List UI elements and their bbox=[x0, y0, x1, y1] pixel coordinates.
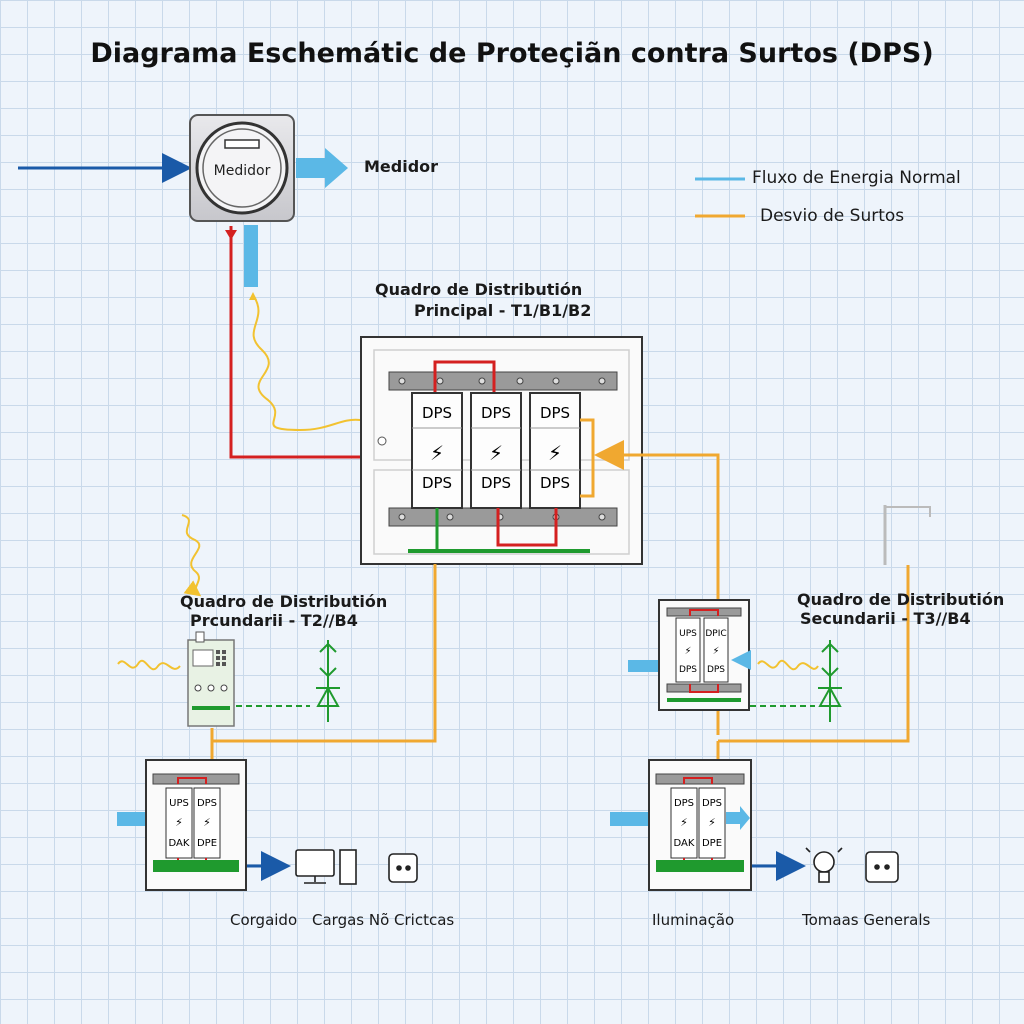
svg-text:⚡: ⚡ bbox=[430, 441, 444, 465]
svg-text:DPS: DPS bbox=[702, 798, 722, 809]
svg-text:DAK: DAK bbox=[674, 838, 695, 849]
main-panel-title-line2: Principal - T1/B1/B2 bbox=[414, 301, 592, 320]
svg-text:UPS: UPS bbox=[679, 629, 697, 639]
load-label-left-b: Cargas Nõ Crictcas bbox=[312, 911, 455, 929]
svg-text:⚡: ⚡ bbox=[175, 816, 183, 829]
load-label-right-a: Iluminação bbox=[652, 911, 735, 929]
svg-text:⚡: ⚡ bbox=[712, 646, 719, 657]
ground-symbol-right bbox=[818, 640, 842, 722]
svg-text:DPS: DPS bbox=[674, 798, 694, 809]
secondary-right-panel: UPS DPIC ⚡ ⚡ DPS DPS bbox=[658, 599, 750, 711]
svg-text:⚡: ⚡ bbox=[708, 816, 716, 829]
svg-text:DPS: DPS bbox=[540, 474, 570, 492]
main-distribution-panel: DPS ⚡ DPS DPS ⚡ DPS DPS ⚡ DPS bbox=[360, 336, 643, 565]
meter-caption: Medidor bbox=[364, 157, 439, 176]
svg-text:DPS: DPS bbox=[197, 798, 217, 809]
dps-module-3: DPS ⚡ DPS bbox=[529, 392, 581, 509]
surge-bus-left bbox=[210, 564, 437, 760]
load-label-right-b: Tomaas Generals bbox=[802, 911, 931, 929]
meter-label: Medidor bbox=[214, 163, 271, 179]
svg-text:DPE: DPE bbox=[702, 838, 722, 849]
load-label-left-a: Corgaido bbox=[230, 911, 298, 929]
main-panel-title-line1: Quadro de Distributión bbox=[375, 280, 583, 299]
svg-text:DPS: DPS bbox=[422, 404, 452, 422]
svg-text:DPE: DPE bbox=[197, 838, 217, 849]
bottom-left-panel: UPS DPS ⚡ ⚡ DAK DPE bbox=[145, 759, 247, 891]
svg-text:UPS: UPS bbox=[169, 798, 189, 809]
diagram-title: Diagrama Eschemátic de Proteçiãn contra … bbox=[90, 38, 934, 69]
surge-bus-right bbox=[718, 565, 910, 743]
svg-text:⚡: ⚡ bbox=[680, 816, 688, 829]
surge-squiggle-left bbox=[181, 514, 202, 597]
meter-output-arrow bbox=[296, 148, 348, 188]
ground-symbol-left bbox=[316, 640, 340, 722]
secondary-right-title-line1: Quadro de Distributión bbox=[797, 590, 1005, 609]
legend-normal-flow-label: Fluxo de Energia Normal bbox=[752, 168, 961, 188]
svg-text:DPS: DPS bbox=[707, 665, 725, 675]
power-outlet-icon-right bbox=[865, 851, 899, 883]
svg-text:DPS: DPS bbox=[422, 474, 452, 492]
secondary-left-title-line1: Quadro de Distributión bbox=[180, 592, 388, 611]
secondary-right-title-line2: Secundarii - T3//B4 bbox=[800, 609, 971, 628]
bottom-right-panel: DPS DPS ⚡ ⚡ DAK DPE bbox=[648, 759, 752, 891]
computer-icon bbox=[295, 849, 357, 885]
svg-text:⚡: ⚡ bbox=[203, 816, 211, 829]
meter-normal-flow-down bbox=[244, 225, 258, 287]
legend bbox=[695, 177, 745, 218]
svg-text:⚡: ⚡ bbox=[548, 441, 562, 465]
svg-text:DPS: DPS bbox=[540, 404, 570, 422]
svg-text:DPS: DPS bbox=[679, 665, 697, 675]
right-panel-input bbox=[628, 660, 658, 672]
svg-text:DPS: DPS bbox=[481, 474, 511, 492]
svg-text:DPS: DPS bbox=[481, 404, 511, 422]
secondary-left-title-line2: Prcundarii - T2//B4 bbox=[190, 611, 358, 630]
legend-surge-label: Desvio de Surtos bbox=[760, 206, 905, 226]
svg-text:DAK: DAK bbox=[169, 838, 190, 849]
svg-text:⚡: ⚡ bbox=[684, 646, 691, 657]
meter-icon: Medidor bbox=[189, 114, 295, 222]
power-outlet-icon-left bbox=[388, 853, 418, 883]
dps-module-1: DPS ⚡ DPS bbox=[411, 392, 463, 509]
svg-text:DPIC: DPIC bbox=[705, 629, 726, 639]
dps-module-2: DPS ⚡ DPS bbox=[470, 392, 522, 509]
secondary-left-device bbox=[187, 631, 235, 727]
phase-line-to-main bbox=[229, 226, 411, 472]
svg-text:⚡: ⚡ bbox=[489, 441, 503, 465]
lightbulb-icon bbox=[805, 847, 843, 883]
